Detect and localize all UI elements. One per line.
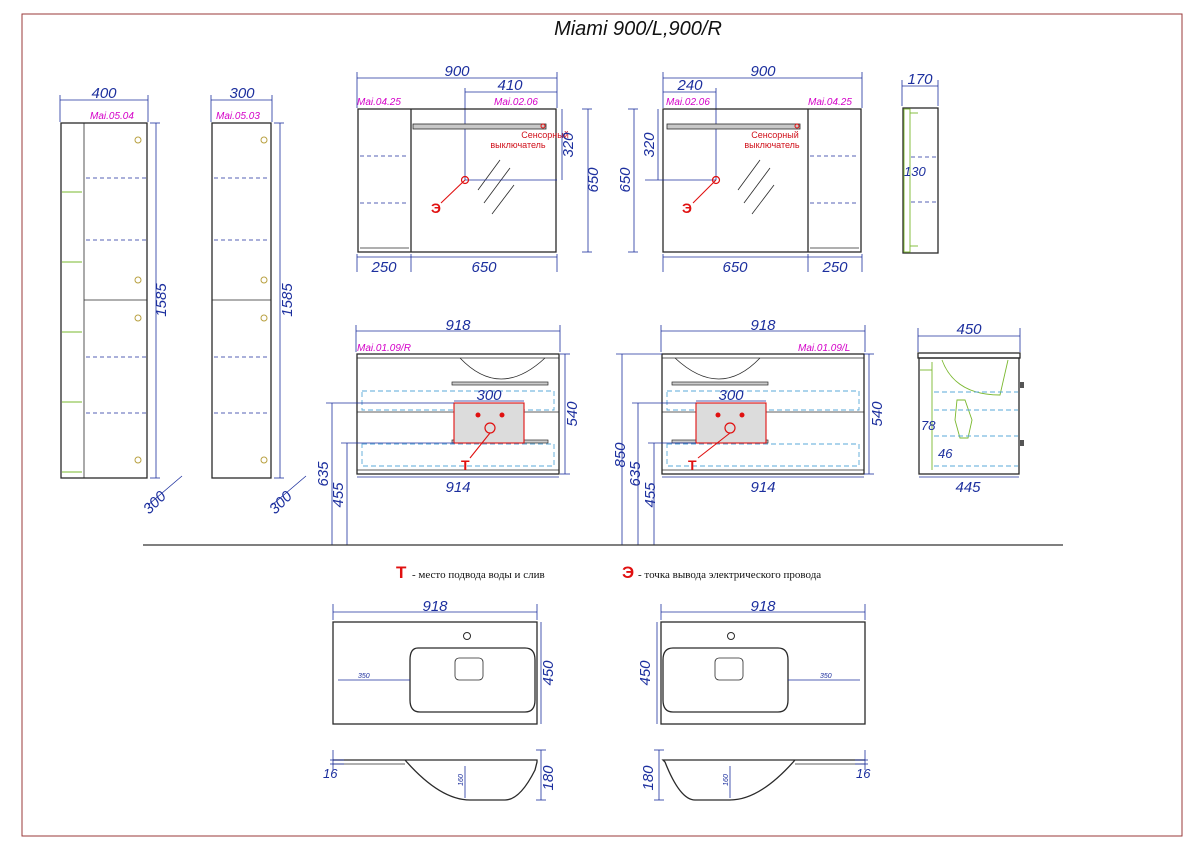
- vanity-right-bottom-width: 914: [750, 479, 775, 496]
- cabinet-300-width: 300: [229, 85, 255, 102]
- mirror-right-overall-width: 900: [750, 63, 776, 80]
- sink-section-right: 16 160 180: [640, 749, 871, 801]
- mirror-left-overall-width: 900: [444, 63, 470, 80]
- mirror-left-switch-label-2: выключатель: [490, 140, 546, 150]
- sink-right-bowl: 160: [723, 774, 730, 786]
- mirror-side-inner: 130: [904, 164, 926, 179]
- vanity-right: 918 Mai.01.09/L Т 300 540 914 850 635 45…: [612, 317, 886, 545]
- vanity-left-water-symbol: Т: [461, 457, 470, 473]
- mirror-right-side-code: Mai.04.25: [808, 97, 852, 108]
- vanity-right-water-symbol: Т: [688, 457, 697, 473]
- mirror-left-electric-symbol: Э: [431, 200, 441, 216]
- vanity-left-low-height: 455: [330, 482, 347, 508]
- sink-left-height: 180: [540, 765, 557, 791]
- mirror-left-light-code: Mai.02.06: [494, 97, 538, 108]
- vanity-side-dim-a: 78: [921, 418, 936, 433]
- cabinet-400-depth: 300: [140, 487, 170, 517]
- vanity-left-code: Mai.01.09/R: [357, 343, 411, 354]
- sink-left-depth: 450: [540, 660, 557, 686]
- mirror-right-sub-width: 240: [676, 77, 703, 94]
- vanity-right-height: 540: [869, 401, 886, 427]
- vanity-left-total-height: 635: [315, 461, 332, 487]
- mirror-side-depth: 170: [907, 71, 933, 88]
- drawing-frame: [21, 13, 1183, 837]
- mirror-right-electric-symbol: Э: [682, 200, 692, 216]
- vanity-left-width: 918: [445, 317, 471, 334]
- cabinet-300-height: 1585: [279, 283, 296, 317]
- vanity-left-plumbing-width: 300: [476, 387, 502, 404]
- sink-top-right: 918 350 450: [637, 598, 866, 725]
- tall-cabinet-300: 300 Mai.05.03 1585 300: [210, 85, 307, 518]
- cabinet-300-code: Mai.05.03: [216, 111, 260, 122]
- mirror-right-switch-label-2: выключатель: [744, 140, 800, 150]
- legend-electric-text: - точка вывода электрического провода: [638, 569, 821, 581]
- cabinet-400-code: Mai.05.04: [90, 111, 134, 122]
- mirror-left: 900 410 Mai.04.25 Mai.02.06 Сенсорный вы…: [356, 63, 602, 276]
- mirror-right: 900 240 Mai.02.06 Mai.04.25 Сенсорный вы…: [617, 63, 863, 276]
- sink-top-left: 918 350 450: [332, 598, 557, 725]
- mirror-left-height: 650: [585, 167, 602, 193]
- cabinet-400-height: 1585: [153, 283, 170, 317]
- sink-right-inner: 350: [820, 673, 832, 680]
- vanity-right-code: Mai.01.09/L: [798, 343, 850, 354]
- mirror-right-light-code: Mai.02.06: [666, 97, 710, 108]
- mirror-right-side-width: 250: [821, 259, 848, 276]
- sink-right-height: 180: [640, 765, 657, 791]
- vanity-left: 918 Mai.01.09/R Т 300 540 914 635 455: [315, 317, 581, 545]
- sink-right-width: 918: [750, 598, 776, 615]
- vanity-right-width: 918: [750, 317, 776, 334]
- vanity-side-depth: 450: [956, 321, 982, 338]
- sink-left-inner: 350: [358, 673, 370, 680]
- vanity-side-view: 450 78 46 445: [917, 321, 1024, 496]
- cabinet-400-width: 400: [91, 85, 117, 102]
- mirror-right-mirror-width: 650: [722, 259, 748, 276]
- legend-electric-symbol: Э: [622, 563, 634, 582]
- sink-right-depth: 450: [637, 660, 654, 686]
- mirror-left-sub-width: 410: [497, 77, 523, 94]
- mirror-left-side-width: 250: [370, 259, 397, 276]
- vanity-left-height: 540: [564, 401, 581, 427]
- mirror-right-offset: 320: [641, 132, 658, 158]
- tall-cabinet-400: 400 Mai.05.04 1585 300: [59, 85, 183, 518]
- mirror-left-mirror-width: 650: [471, 259, 497, 276]
- vanity-right-plumbing-width: 300: [718, 387, 744, 404]
- legend-water-symbol: Т: [396, 563, 407, 582]
- cabinet-300-depth: 300: [266, 487, 296, 517]
- sink-left-bowl: 160: [458, 774, 465, 786]
- mirror-side-view: 170 130: [901, 71, 939, 254]
- mirror-left-offset: 320: [560, 132, 577, 158]
- sink-left-thickness: 16: [323, 766, 338, 781]
- mirror-left-switch-label-1: Сенсорный: [521, 130, 569, 140]
- legend-water-text: - место подвода воды и слив: [412, 569, 545, 581]
- mirror-left-side-code: Mai.04.25: [357, 97, 401, 108]
- drawing-title: Miami 900/L,900/R: [554, 18, 722, 40]
- sink-section-left: 16 160 180: [323, 749, 557, 801]
- mirror-right-switch-label-1: Сенсорный: [751, 130, 799, 140]
- sink-right-thickness: 16: [856, 766, 871, 781]
- vanity-left-bottom-width: 914: [445, 479, 470, 496]
- vanity-right-low-height: 455: [642, 482, 659, 508]
- vanity-side-bottom: 445: [955, 479, 981, 496]
- vanity-right-mid-height: 635: [627, 461, 644, 487]
- vanity-side-dim-b: 46: [938, 446, 953, 461]
- sink-left-width: 918: [422, 598, 448, 615]
- mirror-right-height: 650: [617, 167, 634, 193]
- legend: Т - место подвода воды и слив Э - точка …: [396, 563, 821, 582]
- vanity-right-total-height: 850: [612, 442, 629, 468]
